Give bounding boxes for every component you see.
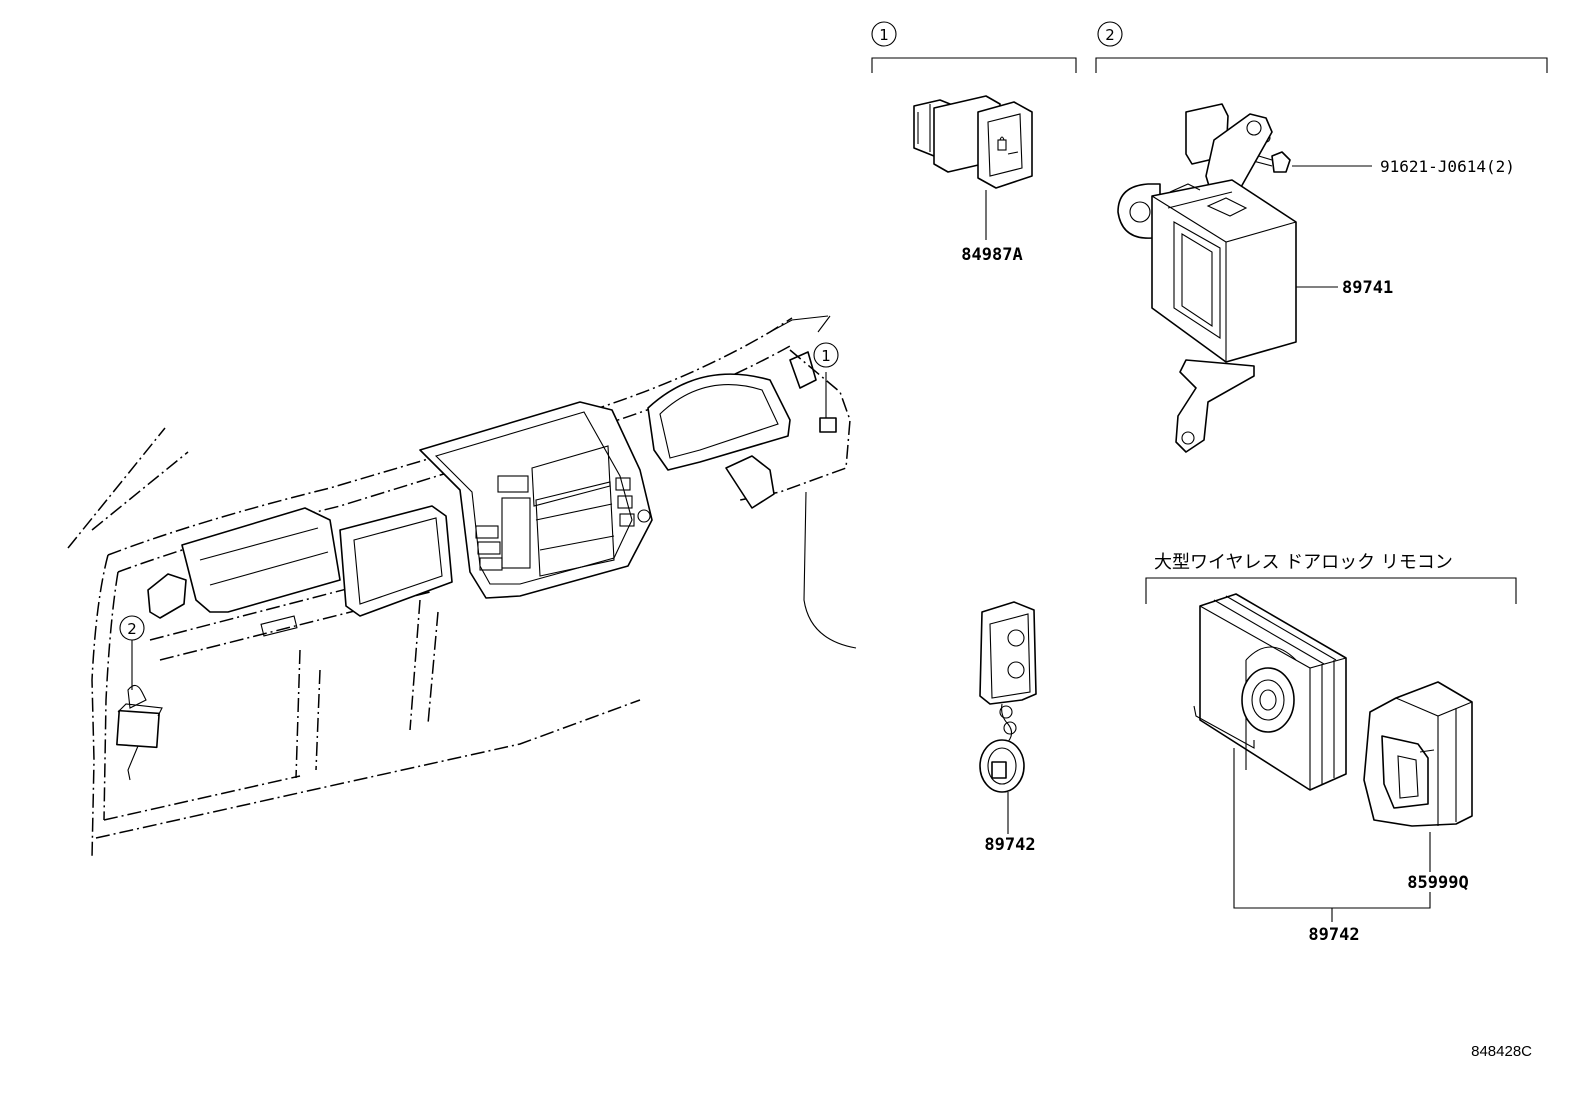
dash-callout-1: 1 <box>813 342 839 368</box>
bolt-part-number: 91621-J0614(2) <box>1380 157 1515 176</box>
dash-callout-2-label: 2 <box>127 620 137 638</box>
dash-callout-2: 2 <box>119 615 145 641</box>
remote-receiver-icon <box>1193 593 1347 791</box>
controller-part-number: 89741 <box>1342 278 1393 298</box>
dash-callout-1-label: 1 <box>821 347 831 365</box>
key-fob-icon <box>979 601 1037 793</box>
cover-part-number: 85999Q <box>1407 873 1468 893</box>
group-1-bracket: 1 <box>871 21 1077 73</box>
group-2-bracket: 2 <box>1095 21 1548 73</box>
group-1-label: 1 <box>879 26 889 44</box>
transmitter-part-number: 89742 <box>984 835 1035 855</box>
illustration-code: 848428C <box>1471 1043 1532 1060</box>
cover-bracket-icon <box>1363 681 1473 827</box>
switch-part-number: 84987A <box>961 245 1022 265</box>
remote-kit-title: 大型ワイヤレス ドアロック リモコン <box>1154 552 1453 573</box>
lock-switch-icon <box>913 95 1033 189</box>
group-2-label: 2 <box>1105 26 1115 44</box>
control-module-icon <box>1117 103 1297 453</box>
remote-kit-part-number: 89742 <box>1308 925 1359 945</box>
remote-kit-bracket <box>1145 577 1517 604</box>
dashboard-illustration <box>67 315 857 859</box>
